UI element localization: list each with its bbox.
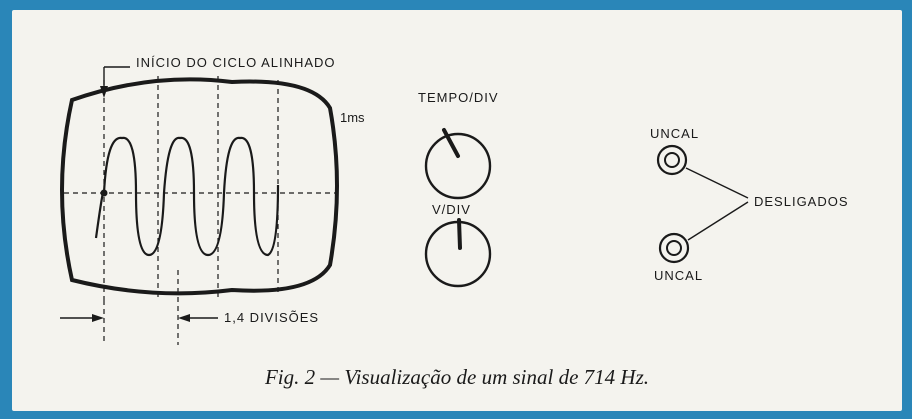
measure-arrowhead-right — [178, 314, 190, 322]
figure-frame: INÍCIO DO CICLO ALINHADO 1ms TEMPO/DIV V… — [4, 4, 908, 415]
off-connector-bottom — [687, 201, 749, 241]
uncal-bottom-label: UNCAL — [654, 268, 704, 283]
off-connector-top — [685, 167, 749, 199]
time-div-knob-pointer — [442, 128, 460, 158]
divisions-label: 1,4 DIVISÕES — [224, 310, 320, 325]
time-div-knob — [424, 132, 492, 200]
oscilloscope-diagram — [60, 66, 749, 345]
figure-caption: Fig. 2 — Visualização de um sinal de 714… — [264, 365, 649, 389]
measure-arrowhead-left — [92, 314, 104, 322]
uncal-top-label: UNCAL — [650, 126, 700, 141]
sine-wave — [94, 136, 280, 257]
cycle-start-label: INÍCIO DO CICLO ALINHADO — [136, 55, 336, 70]
time-div-label: TEMPO/DIV — [418, 90, 499, 105]
cycle-start-arrowhead — [100, 86, 108, 98]
figure-panel: INÍCIO DO CICLO ALINHADO 1ms TEMPO/DIV V… — [12, 10, 902, 411]
uncal-bottom-inner — [666, 240, 682, 256]
uncal-top-inner — [664, 152, 680, 168]
cycle-start-dot — [100, 189, 108, 197]
time-setting-label: 1ms — [340, 110, 365, 125]
volt-div-label: V/DIV — [432, 202, 471, 217]
uncal-top-outer — [656, 144, 688, 176]
off-state-label: DESLIGADOS — [754, 194, 849, 209]
volt-div-knob-pointer — [457, 218, 462, 250]
crt-screen — [60, 77, 339, 296]
uncal-bottom-outer — [658, 232, 690, 264]
